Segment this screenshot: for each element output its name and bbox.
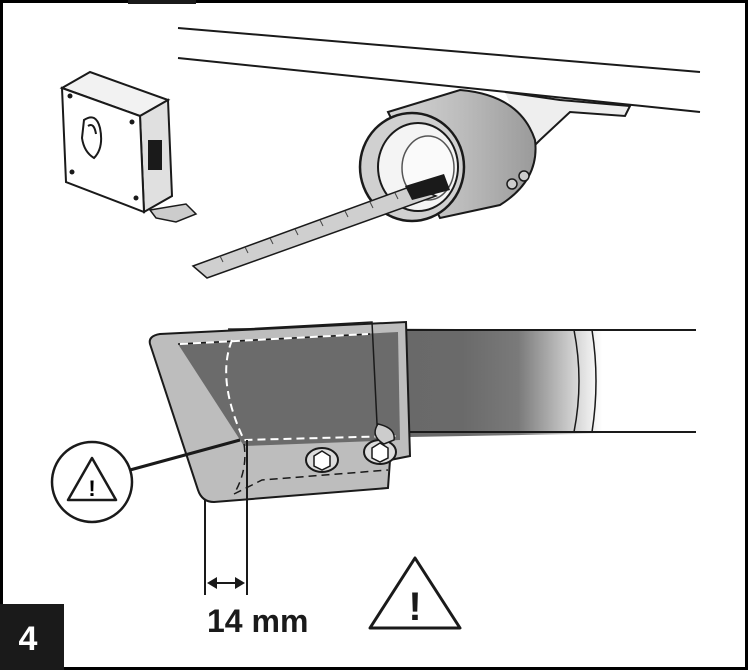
tape-measure-icon (59, 70, 198, 223)
tape-tick-marks (219, 192, 399, 263)
top-tab (128, 0, 196, 4)
tape-end-hook (405, 174, 450, 200)
bottom-illustration: ! (50, 320, 696, 595)
pipe-joint-line (573, 329, 580, 433)
pipe-through-shield (178, 332, 400, 446)
measuring-tape-strip (191, 185, 439, 279)
dimension-arrowhead-right (235, 577, 245, 589)
warning-pointer-line (129, 438, 241, 472)
pipe-joint-line (591, 329, 597, 433)
car-body-line-upper (177, 27, 701, 73)
warning-circle-icon (50, 440, 134, 524)
dashed-tip-outline (233, 469, 389, 495)
bolt-right (363, 423, 397, 465)
dashed-tip-outline (179, 333, 369, 345)
measurement-label: 14 mm (207, 603, 308, 639)
top-illustration (59, 27, 701, 279)
warning-circle-mark: ! (88, 476, 95, 501)
step-number: 4 (19, 620, 38, 658)
tip-screw (506, 178, 518, 190)
step-number-box (0, 604, 64, 670)
shield-outline (227, 321, 379, 445)
car-body-line-lower (177, 57, 701, 113)
warning-triangle-icon: ! (368, 556, 462, 630)
warning-triangle-mark: ! (408, 585, 421, 629)
warning-circle-triangle (66, 456, 118, 502)
dashed-tip-outline (233, 443, 246, 495)
exhaust-pipe (504, 91, 632, 151)
tip-screw (518, 170, 530, 182)
bolt-left (305, 447, 339, 473)
dimension-arrowhead-left (207, 577, 217, 589)
